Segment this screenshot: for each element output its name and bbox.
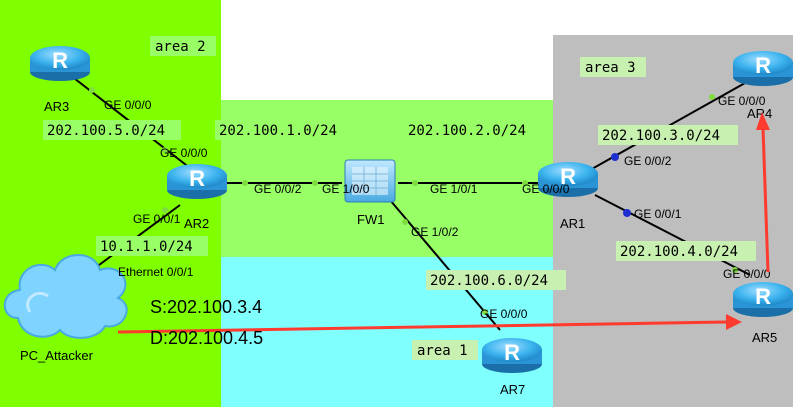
area-2-label: area 2	[155, 39, 206, 55]
device-label-fw1: FW1	[357, 212, 384, 227]
if-fw1-ge100: GE 1/0/0	[322, 182, 370, 196]
if-ar1-ge002: GE 0/0/2	[624, 154, 672, 168]
port-dot	[312, 180, 318, 186]
link-ar1-ar5	[594, 194, 751, 276]
if-fw1-ge102: GE 1/0/2	[411, 225, 459, 239]
subnet-ar1-ar4: 202.100.3.0/24	[602, 128, 720, 144]
device-label-ar2: AR2	[184, 216, 209, 231]
subnet-ar1-ar5: 202.100.4.0/24	[620, 244, 738, 260]
if-ar2-ge000: GE 0/0/0	[160, 146, 208, 160]
if-pc-eth: Ethernet 0/0/1	[118, 265, 194, 279]
pc-attacker-cloud-icon[interactable]	[3, 254, 128, 339]
device-label-ar4: AR4	[747, 106, 772, 121]
port-dot	[611, 153, 619, 161]
if-ar2-ge001: GE 0/0/1	[133, 212, 181, 226]
spoof-dest-label: D:202.100.4.5	[150, 328, 263, 348]
router-ar3-icon[interactable]	[30, 46, 90, 81]
spoof-arrow-pc-to-ar5	[117, 320, 727, 334]
port-dot	[162, 207, 168, 213]
area-3-label-box: area 3	[580, 57, 646, 77]
device-labels: AR3 AR2 FW1 AR1 AR4 AR5 AR7 PC_Attacker	[20, 99, 777, 397]
subnet-fw1-ar7: 202.100.6.0/24	[430, 273, 548, 289]
device-label-ar7: AR7	[500, 382, 525, 397]
firewall-fw1-icon[interactable]	[344, 159, 396, 203]
device-label-pc: PC_Attacker	[20, 348, 94, 363]
port-dot	[412, 180, 418, 186]
port-dot	[732, 267, 738, 273]
if-ar4-ge000: GE 0/0/0	[718, 94, 766, 108]
port-dots	[89, 87, 738, 315]
if-ar1-ge000: GE 0/0/0	[522, 182, 570, 196]
spoof-arrowhead-ar5	[726, 314, 742, 330]
subnet-labels: 202.100.5.0/24 202.100.1.0/24 202.100.2.…	[43, 120, 756, 290]
area-3-zone	[553, 35, 793, 407]
area-2-label-box: area 2	[150, 36, 216, 56]
port-dot	[522, 180, 528, 186]
area-1-label: area 1	[417, 343, 468, 359]
if-ar3-ge000: GE 0/0/0	[104, 98, 152, 112]
router-ar5-icon[interactable]	[733, 282, 793, 317]
subnet-ar3-ar2: 202.100.5.0/24	[47, 123, 165, 139]
port-dot	[623, 209, 631, 217]
port-dot	[162, 147, 168, 153]
spoof-source-label: S:202.100.3.4	[150, 297, 262, 317]
subnet-ar2-fw1: 202.100.1.0/24	[219, 123, 337, 139]
port-dot	[482, 309, 488, 315]
spoof-arrows	[117, 112, 770, 334]
port-dot	[89, 87, 95, 93]
link-fw1-ar7	[389, 199, 501, 331]
if-ar7-ge000: GE 0/0/0	[480, 307, 528, 321]
router-ar4-icon[interactable]	[733, 51, 793, 86]
port-dot	[709, 94, 715, 100]
router-ar2-icon[interactable]	[167, 164, 227, 199]
area-1-label-box: area 1	[412, 340, 478, 360]
if-fw1-ge101: GE 1/0/1	[430, 182, 478, 196]
if-ar1-ge001: GE 0/0/1	[634, 207, 682, 221]
if-ar2-ge002: GE 0/0/2	[254, 182, 302, 196]
area-3-label: area 3	[585, 60, 636, 76]
interface-labels: GE 0/0/0 GE 0/0/0 GE 0/0/2 GE 0/0/1 Ethe…	[104, 94, 771, 321]
spoof-arrow-ar5-to-ar4	[761, 127, 770, 273]
device-label-ar3: AR3	[44, 99, 69, 114]
router-ar7-icon[interactable]	[482, 338, 542, 373]
port-dot	[402, 219, 408, 225]
subnet-ar2-pc: 10.1.1.0/24	[100, 239, 193, 255]
spoof-arrowhead-ar4	[756, 112, 770, 130]
device-label-ar1: AR1	[560, 216, 585, 231]
if-ar5-ge000: GE 0/0/0	[723, 267, 771, 281]
subnet-fw1-ar1: 202.100.2.0/24	[408, 123, 526, 139]
device-label-ar5: AR5	[752, 330, 777, 345]
port-dot	[242, 180, 248, 186]
